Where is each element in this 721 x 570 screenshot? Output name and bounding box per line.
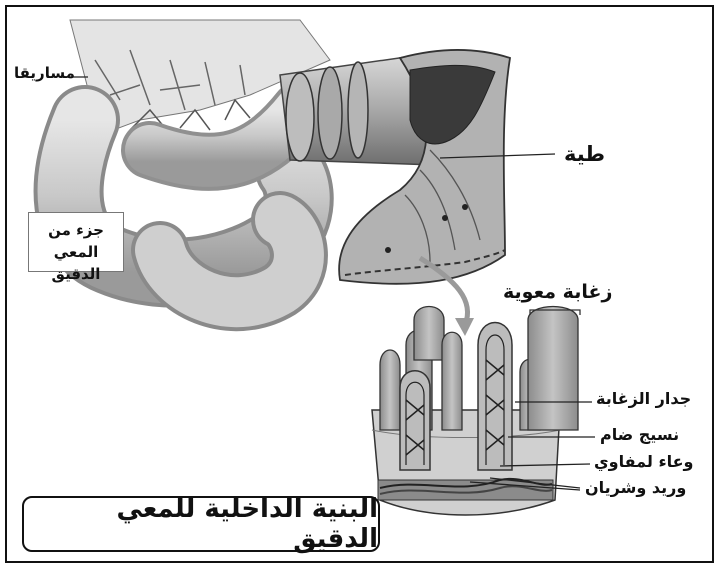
zoom-arrowhead [455,318,474,336]
label-section-line2: الدقيق [29,263,123,285]
label-small-intestine-section: جزء من المعي الدقيق [28,212,124,272]
label-vein-artery: وريد وشريان [585,478,686,497]
figure-title: البنية الداخلية للمعي الدقيق [22,496,380,552]
label-connective-tissue: نسيج ضام [600,425,679,444]
label-intestinal-villus: زغابة معوية [503,281,612,303]
label-fold: طية [564,142,605,166]
label-mesentery: مساريقا [14,64,75,82]
label-section-line1: جزء من المعي [29,219,123,263]
label-lymph-vessel: وعاء لمفاوي [594,452,694,471]
label-villus-wall: جدار الزغابة [596,389,691,408]
